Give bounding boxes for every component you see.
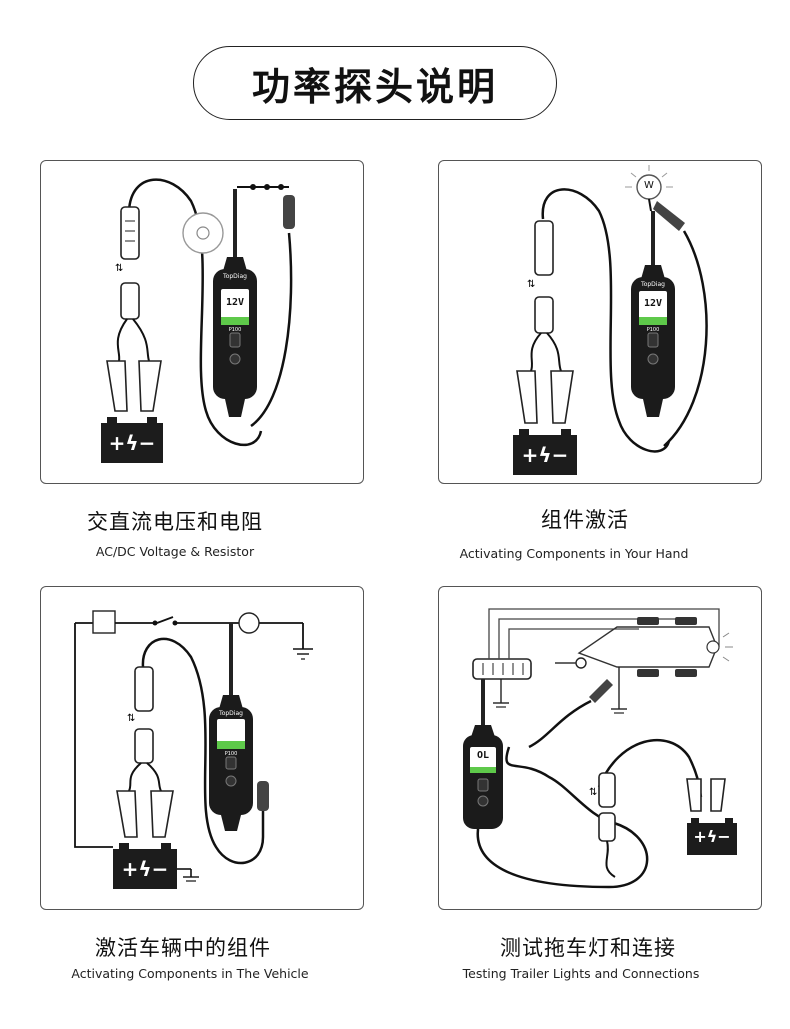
screen-reading: 12V [225,297,245,308]
panel-activate-vehicle: ⇅ TopDiag P100 +ϟ− [40,586,364,910]
brand-label: TopDiag [223,273,247,280]
model-label: P100 [228,327,242,333]
screen-reading: OL [476,750,490,761]
svg-text:⇅: ⇅ [527,279,535,290]
panel-ac-dc-voltage: ⇅ TopDiag 12V P100 +ϟ− [40,160,364,484]
battery-symbol: +ϟ− [693,827,731,846]
panel-activate-hand: ⇅ W TopDiag 12V P100 +ϟ− [438,160,762,484]
battery-symbol: +ϟ− [108,431,156,455]
caption-zh-activate-hand: 组件激活 [541,508,629,532]
svg-text:⇅: ⇅ [127,713,135,724]
caption-zh-activate-vehicle: 激活车辆中的组件 [95,936,271,960]
brand-label: TopDiag [641,281,665,288]
diagram-ac-dc: ⇅ [101,178,295,463]
diagram-trailer: ⇅ [463,608,737,889]
brand-label: TopDiag [219,710,243,717]
diagram-activate-hand: ⇅ [513,165,708,475]
svg-text:⇅: ⇅ [115,263,123,274]
caption-en-ac-dc: AC/DC Voltage & Resistor [95,544,255,559]
caption-zh-trailer: 测试拖车灯和连接 [500,936,676,960]
lamp-letter: W [644,180,654,191]
caption-en-activate-hand: Activating Components in Your Hand [459,546,689,561]
caption-en-activate-vehicle: Activating Components in The Vehicle [71,966,309,981]
title-banner: 功率探头说明 [193,46,557,120]
caption-en-trailer: Testing Trailer Lights and Connections [462,966,700,981]
model-label: P100 [224,751,238,757]
model-label: P100 [646,327,660,333]
svg-text:⇅: ⇅ [589,787,597,798]
diagram-activate-vehicle: ⇅ [74,610,313,889]
battery-symbol: +ϟ− [521,443,569,467]
panel-trailer: ⇅ OL +ϟ− [438,586,762,910]
battery-symbol: +ϟ− [121,857,169,881]
screen-reading: 12V [643,298,663,309]
caption-zh-ac-dc: 交直流电压和电阻 [87,510,263,534]
page-title: 功率探头说明 [251,64,498,109]
